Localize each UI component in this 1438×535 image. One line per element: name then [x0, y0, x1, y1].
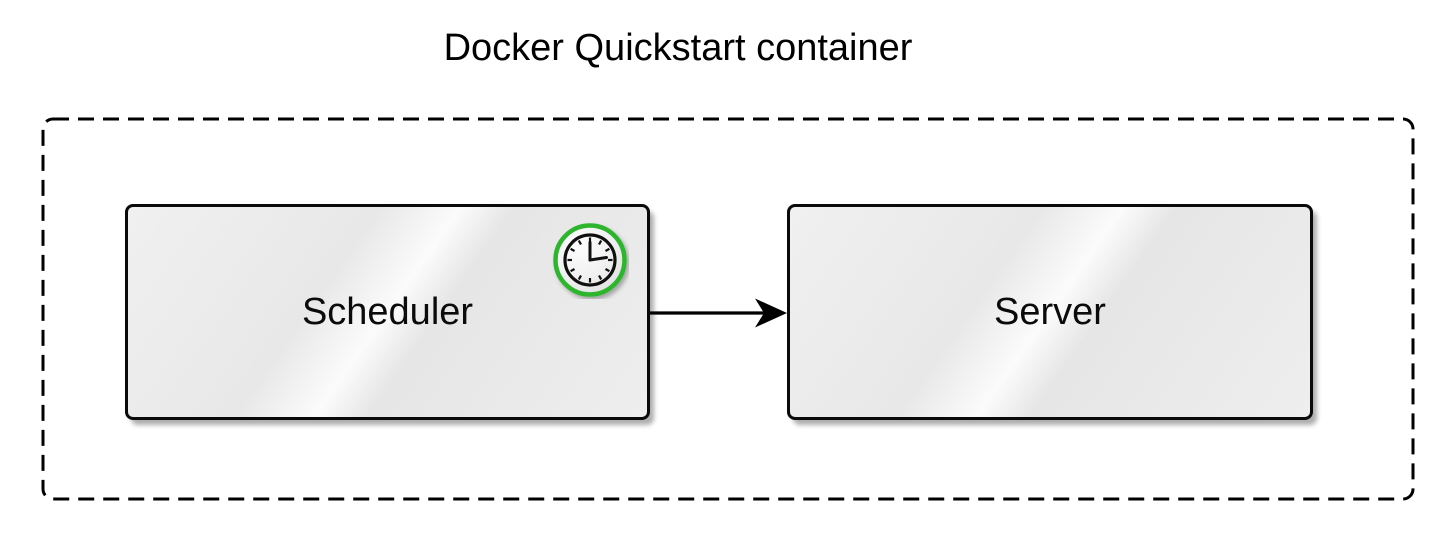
clock-tick-marks [567, 237, 613, 283]
arrow-scheduler-to-server [650, 298, 787, 328]
clock-icon [553, 223, 627, 297]
diagram-title: Docker Quickstart container [443, 27, 913, 69]
clock-hands [588, 241, 608, 262]
clock-face-rim [563, 233, 617, 287]
container-boundary [41, 117, 1415, 501]
dashed-boundary-rect [41, 117, 1415, 501]
node-server-label: Server [994, 290, 1106, 333]
node-server: Server [787, 204, 1313, 420]
node-scheduler: Scheduler [125, 204, 650, 420]
arrowhead [755, 298, 787, 328]
node-scheduler-label: Scheduler [301, 290, 474, 333]
